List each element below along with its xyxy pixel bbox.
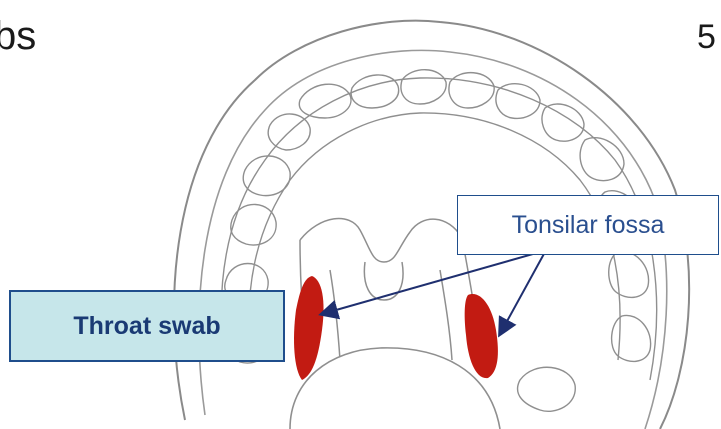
left-tonsil-swab-area bbox=[294, 276, 324, 380]
right-tonsil-swab-area bbox=[465, 294, 498, 378]
tongue bbox=[290, 348, 500, 429]
palate-and-uvula bbox=[300, 219, 480, 360]
arrow-to-right-tonsil bbox=[500, 252, 545, 334]
tonsilar-fossa-label: Tonsilar fossa bbox=[457, 195, 719, 255]
arrow-to-left-tonsil bbox=[322, 252, 540, 314]
throat-swab-label: Throat swab bbox=[9, 290, 285, 362]
